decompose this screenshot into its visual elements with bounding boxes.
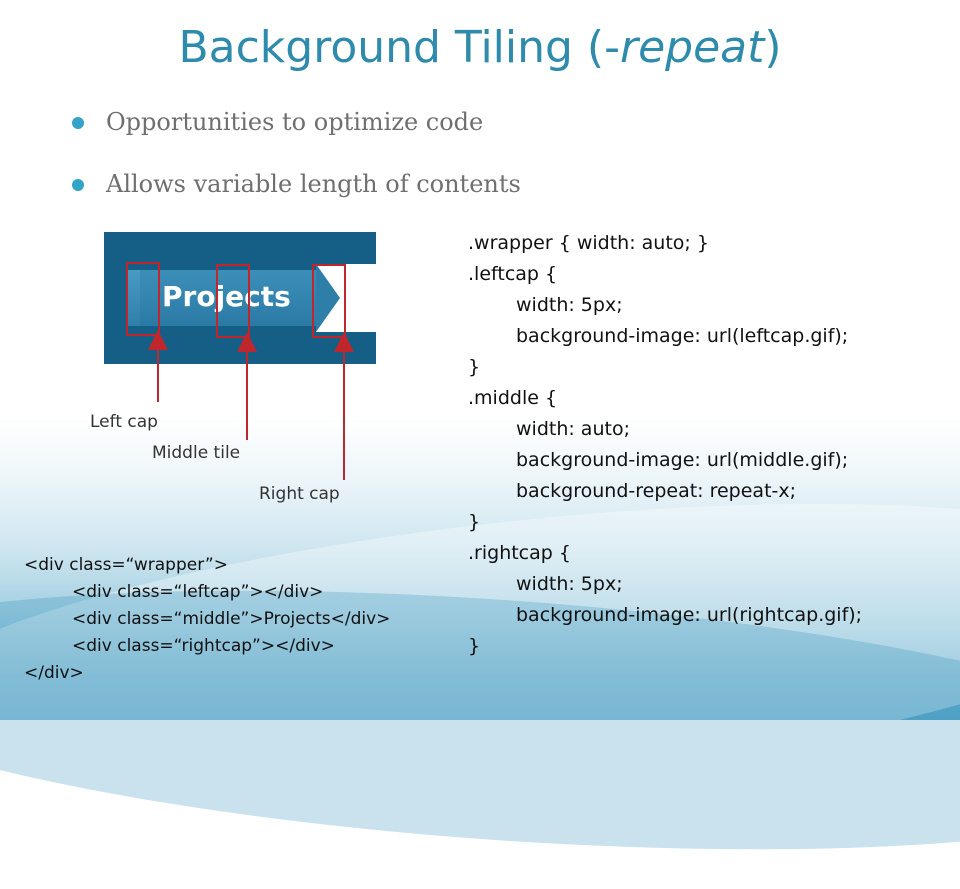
css-code-block: .wrapper { width: auto; } .leftcap { width… bbox=[468, 228, 862, 662]
css-code-line: background-image: url(leftcap.gif); bbox=[516, 325, 849, 347]
css-code-line: .leftcap { bbox=[468, 263, 558, 285]
middle-tile-label: Middle tile bbox=[152, 443, 241, 463]
tab-label: Projects bbox=[162, 280, 291, 313]
css-code-line: } bbox=[468, 635, 481, 657]
html-code-line: </div> bbox=[24, 663, 84, 683]
slide-title: Background Tiling (-repeat) bbox=[178, 22, 782, 73]
middle-tile-highlight-box bbox=[216, 264, 250, 338]
css-code-line: background-repeat: repeat-x; bbox=[516, 480, 797, 502]
left-cap-highlight-box bbox=[126, 262, 160, 336]
bullet-list: Opportunities to optimize code Allows va… bbox=[72, 108, 521, 232]
html-code-line: <div class=“wrapper”> bbox=[24, 555, 228, 575]
left-cap-label: Left cap bbox=[90, 412, 158, 432]
html-code-block: <div class=“wrapper”> <div class=“leftcap… bbox=[24, 552, 390, 687]
right-cap-highlight-box bbox=[312, 264, 346, 338]
tab-arrow-shape bbox=[316, 264, 340, 332]
bullet-dot-icon bbox=[72, 117, 84, 129]
tab-middle-tile bbox=[140, 270, 318, 326]
html-code-line: <div class=“leftcap”></div> bbox=[72, 582, 324, 602]
css-code-line: .middle { bbox=[468, 387, 558, 409]
html-code-line: <div class=“rightcap”></div> bbox=[72, 636, 335, 656]
css-code-line: .wrapper { width: auto; } bbox=[468, 232, 709, 254]
css-code-line: background-image: url(rightcap.gif); bbox=[516, 604, 863, 626]
css-code-line: width: 5px; bbox=[516, 294, 623, 316]
right-cap-label: Right cap bbox=[259, 484, 340, 504]
bullet-text: Opportunities to optimize code bbox=[106, 108, 484, 136]
css-code-line: width: 5px; bbox=[516, 573, 623, 595]
bullet-text: Allows variable length of contents bbox=[106, 170, 521, 198]
bullet-item: Opportunities to optimize code bbox=[72, 108, 521, 140]
css-code-line: width: auto; bbox=[516, 418, 630, 440]
html-code-line: <div class=“middle”>Projects</div> bbox=[72, 609, 391, 629]
annotation-arrows bbox=[148, 330, 354, 480]
css-code-line: } bbox=[468, 356, 481, 378]
bullet-dot-icon bbox=[72, 179, 84, 191]
css-code-line: background-image: url(middle.gif); bbox=[516, 449, 849, 471]
css-code-line: .rightcap { bbox=[468, 542, 571, 564]
bullet-item: Allows variable length of contents bbox=[72, 170, 521, 202]
css-code-line: } bbox=[468, 511, 481, 533]
tab-left-cap bbox=[126, 270, 142, 326]
